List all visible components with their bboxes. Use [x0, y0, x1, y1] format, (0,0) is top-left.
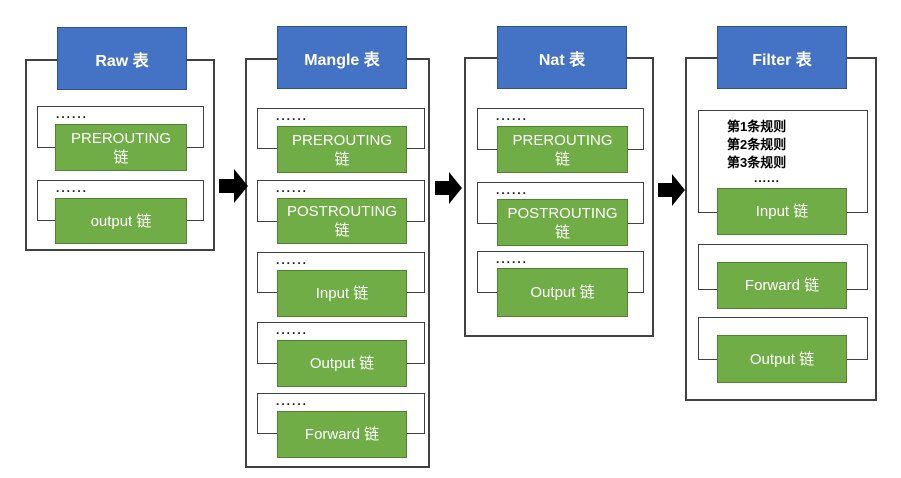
mangle-postrouting-chain: POSTROUTING 链 — [277, 198, 407, 244]
rule-item: 第2条规则 — [727, 137, 787, 152]
chain-label: Input 链 — [755, 203, 809, 220]
filter-input-chain: Input 链 — [717, 188, 847, 235]
mangle-output-chain: Output 链 — [277, 340, 407, 387]
right-arrow-icon — [435, 172, 462, 204]
raw-table-header: Raw 表 — [57, 27, 187, 90]
ellipsis-label: ...... — [276, 323, 309, 337]
filter-rules-list: 第1条规则 第2条规则 第3条规则 ...... — [727, 118, 807, 184]
mangle-table-title: Mangle 表 — [304, 51, 380, 69]
nat-postrouting-chain: POSTROUTING 链 — [497, 199, 628, 246]
rule-item: 第3条规则 — [727, 155, 787, 170]
ellipsis-label: ...... — [56, 181, 89, 195]
chain-label: Forward 链 — [744, 277, 820, 294]
ellipsis-label: ...... — [496, 183, 529, 197]
ellipsis-label: ...... — [276, 181, 309, 195]
nat-table-title: Nat 表 — [538, 51, 586, 69]
ellipsis-label: ...... — [753, 171, 780, 185]
chain-label: Output 链 — [749, 350, 815, 368]
mangle-table-header: Mangle 表 — [277, 26, 407, 89]
ellipsis-label: ...... — [496, 109, 529, 123]
ellipsis-label: ...... — [276, 394, 309, 408]
chain-label: POSTROUTING 链 — [286, 203, 397, 239]
mangle-forward-chain: Forward 链 — [277, 411, 407, 458]
mangle-input-chain: Input 链 — [277, 270, 407, 317]
chain-label: POSTROUTING 链 — [507, 204, 618, 241]
chain-label: PREROUTING 链 — [512, 131, 613, 168]
ellipsis-label: ...... — [56, 107, 89, 121]
right-arrow-icon — [219, 169, 248, 203]
nat-output-chain: Output 链 — [497, 268, 628, 317]
raw-output-chain: output 链 — [55, 198, 187, 244]
chain-label: Input 链 — [315, 285, 369, 302]
chain-label: Output 链 — [530, 284, 595, 301]
right-arrow-icon — [658, 174, 685, 206]
chain-label: Forward 链 — [304, 426, 380, 443]
filter-table-header: Filter 表 — [717, 26, 847, 89]
ellipsis-label: ...... — [276, 109, 309, 123]
raw-table-title: Raw 表 — [95, 52, 149, 70]
raw-prerouting-chain: PREROUTING 链 — [55, 124, 187, 171]
nat-table-header: Nat 表 — [497, 26, 627, 89]
rule-item: 第1条规则 — [727, 119, 787, 134]
chain-label: Output 链 — [309, 355, 375, 372]
ellipsis-label: ...... — [496, 252, 529, 266]
filter-forward-chain: Forward 链 — [717, 262, 847, 309]
mangle-prerouting-chain: PREROUTING 链 — [277, 126, 407, 173]
chain-label: PREROUTING 链 — [70, 129, 171, 166]
filter-output-chain: Output 链 — [717, 335, 847, 383]
filter-table-title: Filter 表 — [752, 51, 812, 69]
nat-prerouting-chain: PREROUTING 链 — [497, 126, 628, 173]
chain-label: output 链 — [90, 212, 152, 230]
ellipsis-label: ...... — [276, 253, 309, 267]
chain-label: PREROUTING 链 — [291, 131, 392, 168]
